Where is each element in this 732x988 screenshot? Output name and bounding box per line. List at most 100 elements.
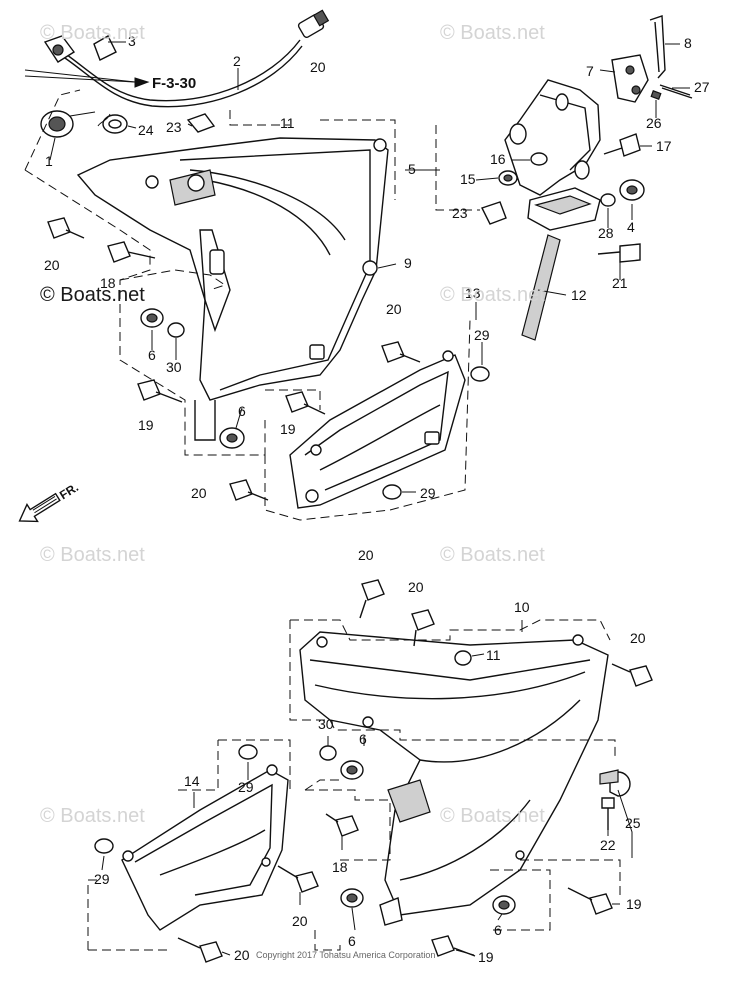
bolt-17 bbox=[603, 133, 641, 157]
callout-6: 6 bbox=[359, 731, 367, 747]
callout-29: 29 bbox=[238, 779, 254, 795]
watermark: © Boats.net bbox=[440, 805, 545, 827]
reference-label: F-3-30 bbox=[152, 75, 196, 92]
callout-14: 14 bbox=[184, 773, 200, 789]
bushings-15-16 bbox=[498, 152, 548, 186]
side-cover-14 bbox=[121, 764, 289, 931]
callout-30: 30 bbox=[166, 359, 182, 375]
callout-20: 20 bbox=[386, 301, 402, 317]
callout-1: 1 bbox=[45, 153, 53, 169]
callout-28: 28 bbox=[598, 225, 614, 241]
grommet-4-28 bbox=[600, 179, 645, 207]
cable-clamp-1-24 bbox=[40, 110, 128, 138]
bolt-19-lower bbox=[431, 887, 613, 957]
callout-20: 20 bbox=[310, 59, 326, 75]
callout-17: 17 bbox=[656, 138, 672, 154]
pin-26-27 bbox=[650, 84, 693, 100]
frame-panel-9 bbox=[76, 137, 389, 441]
callout-20: 20 bbox=[358, 547, 374, 563]
callout-6: 6 bbox=[148, 347, 156, 363]
group-outlines bbox=[24, 89, 621, 951]
wire-spring-8 bbox=[649, 15, 666, 79]
reference-arrow: F-3-30 bbox=[24, 69, 196, 92]
bolt-20-a bbox=[47, 217, 85, 239]
callout-9: 9 bbox=[404, 255, 412, 271]
watermark: © Boats.net bbox=[40, 805, 145, 827]
seal-strip-12 bbox=[521, 234, 561, 341]
callout-10: 10 bbox=[514, 599, 530, 615]
grommet-11-lower bbox=[454, 650, 472, 666]
callout-30: 30 bbox=[318, 716, 334, 732]
clamp-25-bolt-22 bbox=[599, 769, 631, 830]
bolt-19-b bbox=[285, 391, 326, 415]
washers-29-lower bbox=[94, 744, 258, 854]
callout-7: 7 bbox=[586, 63, 594, 79]
bolt-20-b bbox=[381, 341, 421, 363]
callout-23: 23 bbox=[166, 119, 182, 135]
callout-18: 18 bbox=[332, 859, 348, 875]
latch-7 bbox=[611, 54, 649, 103]
callout-19: 19 bbox=[626, 896, 642, 912]
callout-19: 19 bbox=[478, 949, 494, 965]
callout-6: 6 bbox=[348, 933, 356, 949]
callout-22: 22 bbox=[600, 837, 616, 853]
grommet-6-b bbox=[219, 427, 245, 449]
callout-6: 6 bbox=[238, 403, 246, 419]
callout-19: 19 bbox=[280, 421, 296, 437]
callout-13: 13 bbox=[465, 285, 481, 301]
watermark: © Boats.net bbox=[40, 22, 145, 44]
front-direction-label: FR. bbox=[57, 480, 81, 502]
bolt-20-c bbox=[229, 479, 269, 501]
callout-20: 20 bbox=[191, 485, 207, 501]
callout-27: 27 bbox=[694, 79, 710, 95]
watermark: © Boats.net bbox=[440, 22, 545, 44]
grommets-6-30-a bbox=[140, 308, 185, 338]
callout-20: 20 bbox=[630, 630, 646, 646]
callout-2: 2 bbox=[233, 53, 241, 69]
callout-20: 20 bbox=[234, 947, 250, 963]
callout-15: 15 bbox=[460, 171, 476, 187]
callout-29: 29 bbox=[420, 485, 436, 501]
callout-4: 4 bbox=[627, 219, 635, 235]
copyright-notice: Copyright 2017 Tohatsu America Corporati… bbox=[256, 950, 436, 960]
callout-6: 6 bbox=[494, 922, 502, 938]
callout-26: 26 bbox=[646, 115, 662, 131]
callout-11: 11 bbox=[486, 647, 501, 663]
callout-29: 29 bbox=[474, 327, 490, 343]
bolt-21 bbox=[597, 243, 641, 263]
bolt-19-a bbox=[137, 379, 183, 403]
watermark: © Boats.net bbox=[440, 544, 545, 566]
callout-12: 12 bbox=[571, 287, 587, 303]
watermark: © Boats.net bbox=[440, 284, 545, 306]
callout-29: 29 bbox=[94, 871, 110, 887]
callout-19: 19 bbox=[138, 417, 154, 433]
watermark: © Boats.net bbox=[40, 544, 145, 566]
grommets-30-6-lower bbox=[319, 745, 516, 915]
side-cover-10 bbox=[299, 631, 609, 926]
callout-20: 20 bbox=[44, 257, 60, 273]
callout-3: 3 bbox=[128, 33, 136, 49]
callout-24: 24 bbox=[138, 122, 154, 138]
callout-18: 18 bbox=[100, 275, 116, 291]
bracket-assembly-5 bbox=[504, 79, 601, 231]
clip-23-right bbox=[481, 201, 507, 225]
callout-numbers: 3 2 20 24 23 11 1 20 18 9 6 30 19 6 19 2… bbox=[44, 33, 710, 965]
bolts-20-lower bbox=[177, 579, 653, 963]
callout-11: 11 bbox=[280, 115, 295, 131]
front-arrow: FR. bbox=[18, 480, 81, 523]
washer-29-a bbox=[382, 366, 490, 500]
bolt-18-a bbox=[107, 241, 156, 263]
callout-25: 25 bbox=[625, 815, 641, 831]
bolt-18-lower bbox=[325, 813, 359, 837]
callout-20: 20 bbox=[408, 579, 424, 595]
callout-8: 8 bbox=[684, 35, 692, 51]
side-cover-13 bbox=[289, 350, 466, 509]
callout-23: 23 bbox=[452, 205, 468, 221]
callout-5: 5 bbox=[408, 161, 416, 177]
rubber-strip-23 bbox=[186, 113, 216, 133]
callout-16: 16 bbox=[490, 151, 506, 167]
callout-21: 21 bbox=[612, 275, 628, 291]
watermark-dark: © Boats.net bbox=[40, 284, 145, 306]
leader-lines bbox=[49, 41, 690, 956]
